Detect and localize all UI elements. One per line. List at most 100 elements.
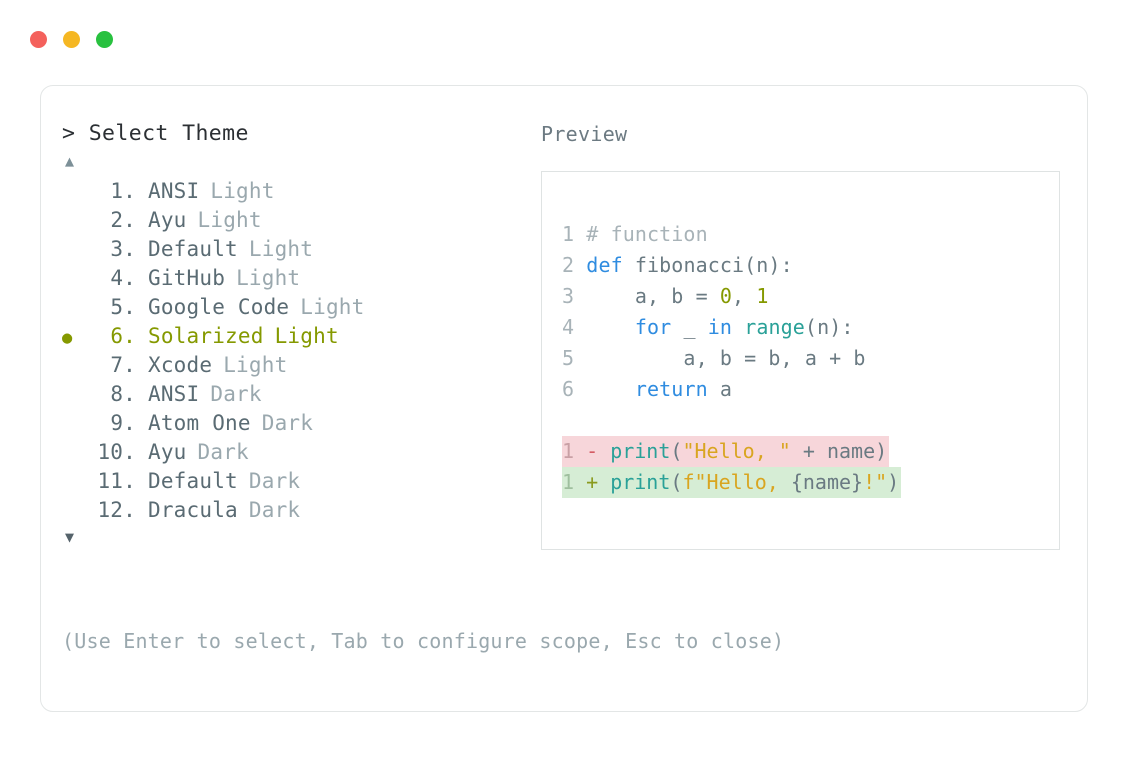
theme-variant: Dark xyxy=(248,469,301,493)
theme-name: Ayu xyxy=(148,440,187,464)
code-line: 6 return a xyxy=(562,374,1053,405)
code-line: 1 # function xyxy=(562,219,1053,250)
code-token: 0 xyxy=(719,284,733,308)
theme-index: 8. xyxy=(110,382,136,406)
code-token xyxy=(586,377,635,401)
code-token: return xyxy=(634,377,708,401)
theme-list-item[interactable]: 12. Dracula Dark xyxy=(62,496,532,525)
code-token xyxy=(586,315,635,339)
code-token: 1 xyxy=(756,284,769,308)
code-line: 3 a, b = 0, 1 xyxy=(562,281,1053,312)
theme-name: GitHub xyxy=(148,266,226,290)
preview-label: Preview xyxy=(541,122,628,146)
theme-variant: Dark xyxy=(261,411,314,435)
code-token: for xyxy=(634,315,672,339)
code-token: ( xyxy=(670,470,683,494)
line-number: 2 xyxy=(562,253,587,277)
line-number: 1 xyxy=(562,222,587,246)
diff-row: 1 - print("Hello, " + name) xyxy=(562,436,1053,467)
theme-variant: Light xyxy=(248,237,314,261)
theme-list-item[interactable]: 2. Ayu Light xyxy=(62,206,532,235)
code-token: a, b = b, a + b xyxy=(586,346,866,370)
theme-list-item[interactable]: 9. Atom One Dark xyxy=(62,409,532,438)
code-token: f"Hello, xyxy=(682,470,791,494)
theme-name: Default xyxy=(148,237,238,261)
close-button[interactable] xyxy=(30,31,47,48)
theme-name: Google Code xyxy=(148,295,290,319)
code-token: "Hello, " xyxy=(682,439,791,463)
theme-name: Xcode xyxy=(148,353,213,377)
diff-removed-line: 1 - print("Hello, " + name) xyxy=(562,436,890,467)
scroll-down-icon[interactable]: ▼ xyxy=(65,528,75,546)
theme-list-item[interactable]: 10. Ayu Dark xyxy=(62,438,532,467)
window-traffic-lights xyxy=(30,31,113,48)
theme-variant: Light xyxy=(210,179,275,203)
line-number: 3 xyxy=(562,284,587,308)
code-line: 2 def fibonacci(n): xyxy=(562,250,1053,281)
theme-index: 10. xyxy=(97,440,136,464)
code-token: _ xyxy=(671,315,708,339)
minimize-button[interactable] xyxy=(63,31,80,48)
theme-name: ANSI xyxy=(148,179,200,203)
diff-plus-marker: + xyxy=(586,470,611,494)
theme-index: 6. xyxy=(110,324,136,348)
code-token: print xyxy=(610,439,671,463)
code-token: # function xyxy=(586,222,708,246)
theme-name: Atom One xyxy=(148,411,251,435)
code-spacer xyxy=(562,405,1053,436)
code-token: ) xyxy=(887,470,900,494)
theme-variant: Dark xyxy=(248,498,301,522)
theme-name: ANSI xyxy=(148,382,200,406)
theme-variant: Dark xyxy=(210,382,262,406)
theme-index: 11. xyxy=(97,469,136,493)
code-token xyxy=(732,315,744,339)
code-token: {name} xyxy=(790,470,864,494)
scroll-up-icon[interactable]: ▲ xyxy=(65,152,75,170)
line-number: 5 xyxy=(562,346,587,370)
line-number: 1 xyxy=(562,439,587,463)
code-token: range xyxy=(744,315,805,339)
line-number: 4 xyxy=(562,315,587,339)
theme-list-item[interactable]: 3. Default Light xyxy=(62,235,532,264)
theme-index: 2. xyxy=(110,208,136,232)
code-token: , xyxy=(732,284,757,308)
code-token: !" xyxy=(863,470,888,494)
theme-index: 7. xyxy=(110,353,136,377)
theme-index: 12. xyxy=(97,498,136,522)
theme-name: Ayu xyxy=(148,208,187,232)
theme-index: 5. xyxy=(110,295,136,319)
theme-index: 1. xyxy=(110,179,136,203)
line-number: 1 xyxy=(562,470,587,494)
code-token: ( xyxy=(670,439,683,463)
selected-bullet-icon: ● xyxy=(62,328,73,348)
code-token: (n): xyxy=(804,315,854,339)
theme-list-item[interactable]: 5. Google Code Light xyxy=(62,293,532,322)
diff-added-line: 1 + print(f"Hello, {name}!") xyxy=(562,467,902,498)
theme-variant: Dark xyxy=(197,440,249,464)
theme-index: 3. xyxy=(110,237,136,261)
theme-variant: Light xyxy=(274,324,339,348)
theme-name: Solarized xyxy=(148,324,264,348)
page-title: > Select Theme xyxy=(62,121,249,146)
maximize-button[interactable] xyxy=(96,31,113,48)
code-token: fibonacci(n): xyxy=(622,253,793,277)
code-token: in xyxy=(707,315,733,339)
theme-name: Dracula xyxy=(148,498,238,522)
theme-index: 9. xyxy=(110,411,136,435)
theme-variant: Light xyxy=(197,208,262,232)
keyboard-hint: (Use Enter to select, Tab to configure s… xyxy=(62,629,785,653)
code-token: print xyxy=(610,470,671,494)
code-token: def xyxy=(586,253,623,277)
theme-variant: Light xyxy=(236,266,301,290)
theme-list-item[interactable]: 1. ANSI Light xyxy=(62,177,532,206)
code-token: a xyxy=(707,377,733,401)
theme-list-item[interactable]: 8. ANSI Dark xyxy=(62,380,532,409)
theme-variant: Light xyxy=(300,295,365,319)
theme-list-item[interactable]: ● 6. Solarized Light xyxy=(62,322,532,351)
